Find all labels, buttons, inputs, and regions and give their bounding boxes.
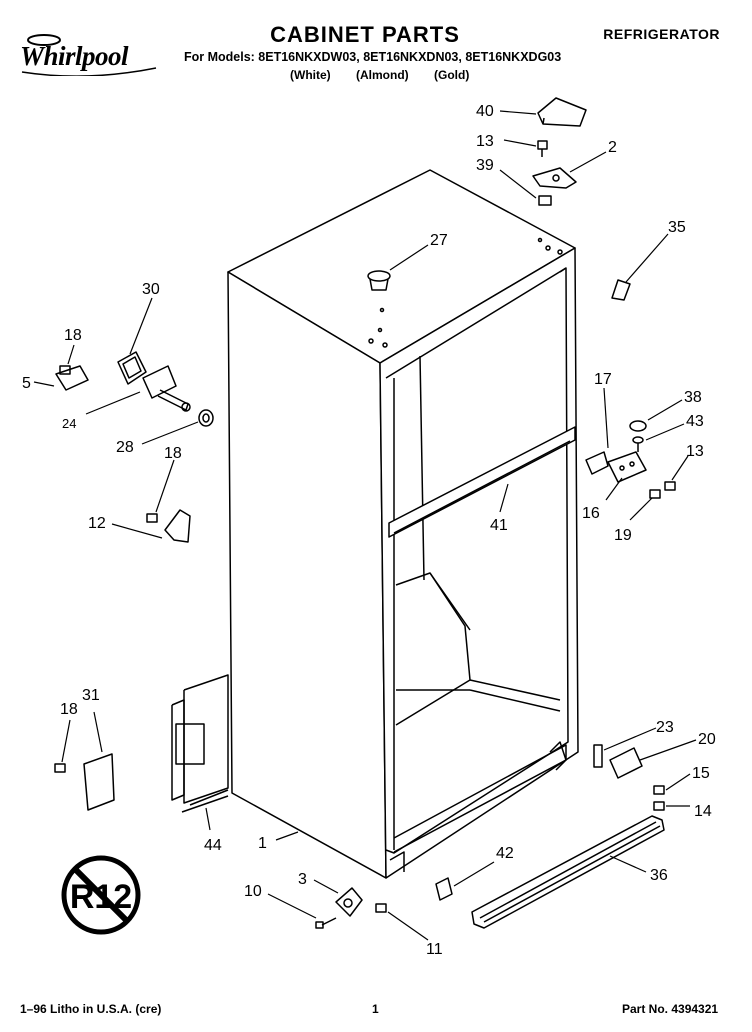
callout-19: 19 [614,527,632,544]
part-18-screw-c [54,763,66,773]
part-30-bezel [117,351,147,385]
page-title: CABINET PARTS [270,22,460,47]
part-40-hinge-cover [537,97,587,127]
callout-13: 13 [476,133,494,150]
callout-numbers: 40 13 2 39 27 35 30 18 5 24 28 18 12 17 … [22,103,716,958]
callout-38: 38 [684,389,702,406]
callout-23: 23 [656,719,674,736]
callout-28: 28 [116,439,134,456]
callout-31: 31 [82,687,100,704]
callout-3: 3 [298,871,307,888]
part-28-washer [198,409,214,427]
callout-20: 20 [698,731,716,748]
appliance-category: REFRIGERATOR [603,26,720,42]
callout-13-b: 13 [686,443,704,460]
callout-11: 11 [426,941,443,958]
part-2-top-hinge [532,167,577,189]
part-13-screw-top [537,140,548,157]
callout-16: 16 [582,505,600,522]
part-39-spacer [538,195,552,206]
brand-name: Whirlpool [20,41,129,71]
callout-27: 27 [430,232,448,249]
leader-lines [33,110,697,941]
footer-part-number: Part No. 4394321 [622,1002,719,1016]
brand-logo: Whirlpool [16,32,158,77]
callout-24: 24 [62,416,76,431]
footer-page-number: 1 [372,1002,379,1016]
part-24-handle-shaft [142,365,191,412]
callout-41: 41 [490,517,508,534]
part-20-bottom-hinge [609,747,643,779]
callout-2: 2 [608,139,617,156]
part-23-spacer [593,744,603,768]
model-list: For Models: 8ET16NKXDW03, 8ET16NKXDN03, … [184,50,562,64]
part-3-roller [335,887,363,917]
r12-refrigerant-badge: R12 [61,855,141,935]
variant-almond: (Almond) [356,68,409,82]
callout-1: 1 [258,835,267,852]
part-35-clip [611,279,631,301]
part-19-screw [649,489,661,499]
callout-15: 15 [692,765,710,782]
callout-39: 39 [476,157,494,174]
part-43-pin [632,436,644,452]
callout-12: 12 [88,515,106,532]
part-15-screw [653,785,665,795]
callout-18: 18 [64,327,82,344]
part-27-plug [367,270,391,291]
callout-44: 44 [204,837,222,854]
callout-43: 43 [686,413,704,430]
callout-5: 5 [22,375,31,392]
variant-gold: (Gold) [434,68,470,82]
callout-30: 30 [142,281,160,298]
part-11-screw [375,903,387,913]
part-42-clip [435,877,453,901]
callout-42: 42 [496,845,514,862]
callout-40: 40 [476,103,494,120]
callout-14: 14 [694,803,712,820]
callout-18-c: 18 [60,701,78,718]
callout-17: 17 [594,371,612,388]
part-13-screw-mid [664,481,676,491]
part-10-screw [315,917,337,929]
part-36-toe-grille [471,815,665,929]
part-12-stop [146,509,191,543]
cabinet-shell [171,169,579,879]
callout-18-b: 18 [164,445,182,462]
part-14-screw [653,801,665,811]
callout-35: 35 [668,219,686,236]
variant-white: (White) [290,68,331,82]
part-16-center-hinge [607,451,647,483]
part-18-screw-a [59,365,71,375]
callout-36: 36 [650,867,668,884]
part-5-bracket [55,365,89,391]
callout-10: 10 [244,883,262,900]
part-17-shim [585,451,609,475]
part-38-washer [629,420,647,432]
footer-litho: 1–96 Litho in U.S.A. (cre) [20,1002,162,1016]
part-31-cover [83,753,115,811]
